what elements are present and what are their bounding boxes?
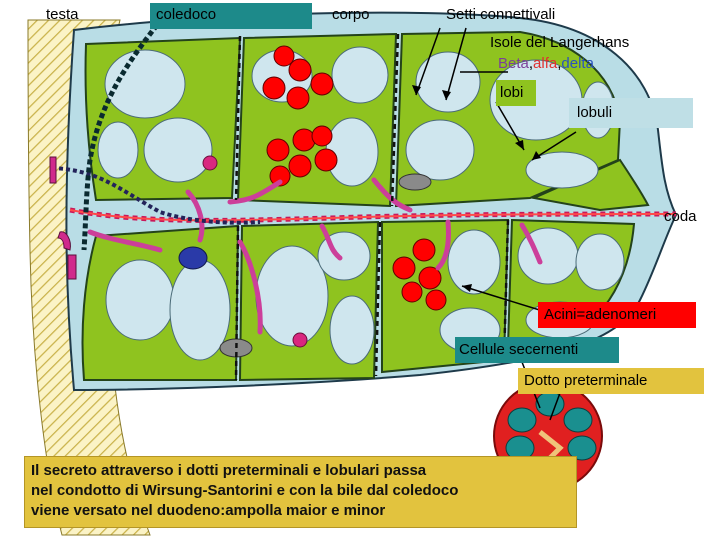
note-line-3: viene versato nel duodeno:ampolla maior … <box>31 502 386 519</box>
cell-types-label: Beta,alfa,delta <box>498 55 594 73</box>
isole-label: Isole del Langerhans <box>490 34 630 51</box>
coda-label: coda <box>664 208 697 225</box>
pointer-arrowheads <box>412 85 541 292</box>
santorini-duct <box>51 166 261 225</box>
comma-1: , <box>528 55 534 72</box>
delta-label: delta <box>561 55 594 72</box>
coledoco-label: coledoco <box>150 3 312 29</box>
islets <box>262 45 447 311</box>
lobule-4 <box>530 158 650 212</box>
septa-lines <box>234 33 510 381</box>
acini-label: Acini=adenomeri <box>538 302 696 328</box>
note-line-1: Il secreto attraverso i dotti pretermina… <box>31 462 427 479</box>
lobi-label: lobi <box>496 80 536 106</box>
ampulla-markers <box>49 156 77 280</box>
magenta-cell-1 <box>202 155 218 171</box>
beta-label: Beta <box>498 55 529 72</box>
cellule-label: Cellule secernenti <box>455 337 619 363</box>
delta-cell <box>178 246 208 270</box>
setti-label: Setti connettivali <box>446 6 556 23</box>
comma-2: , <box>557 55 562 72</box>
coledoco-duct <box>81 23 159 251</box>
wirsung-duct-core <box>69 209 677 222</box>
testa-label: testa <box>46 6 79 23</box>
dotto-label: Dotto preterminale <box>518 368 704 394</box>
grey-cell-1 <box>398 173 432 191</box>
corpo-label: corpo <box>332 6 370 23</box>
acini <box>97 46 625 365</box>
explanation-note: Il secreto attraverso i dotti pretermina… <box>24 456 577 528</box>
note-line-2: nel condotto di Wirsung-Santorini e con … <box>31 482 459 499</box>
lobuli-label: lobuli <box>569 98 693 128</box>
grey-cell-2 <box>219 338 253 358</box>
vessels <box>87 177 543 335</box>
alfa-label: alfa <box>533 55 558 72</box>
magenta-cell-2 <box>292 332 308 348</box>
